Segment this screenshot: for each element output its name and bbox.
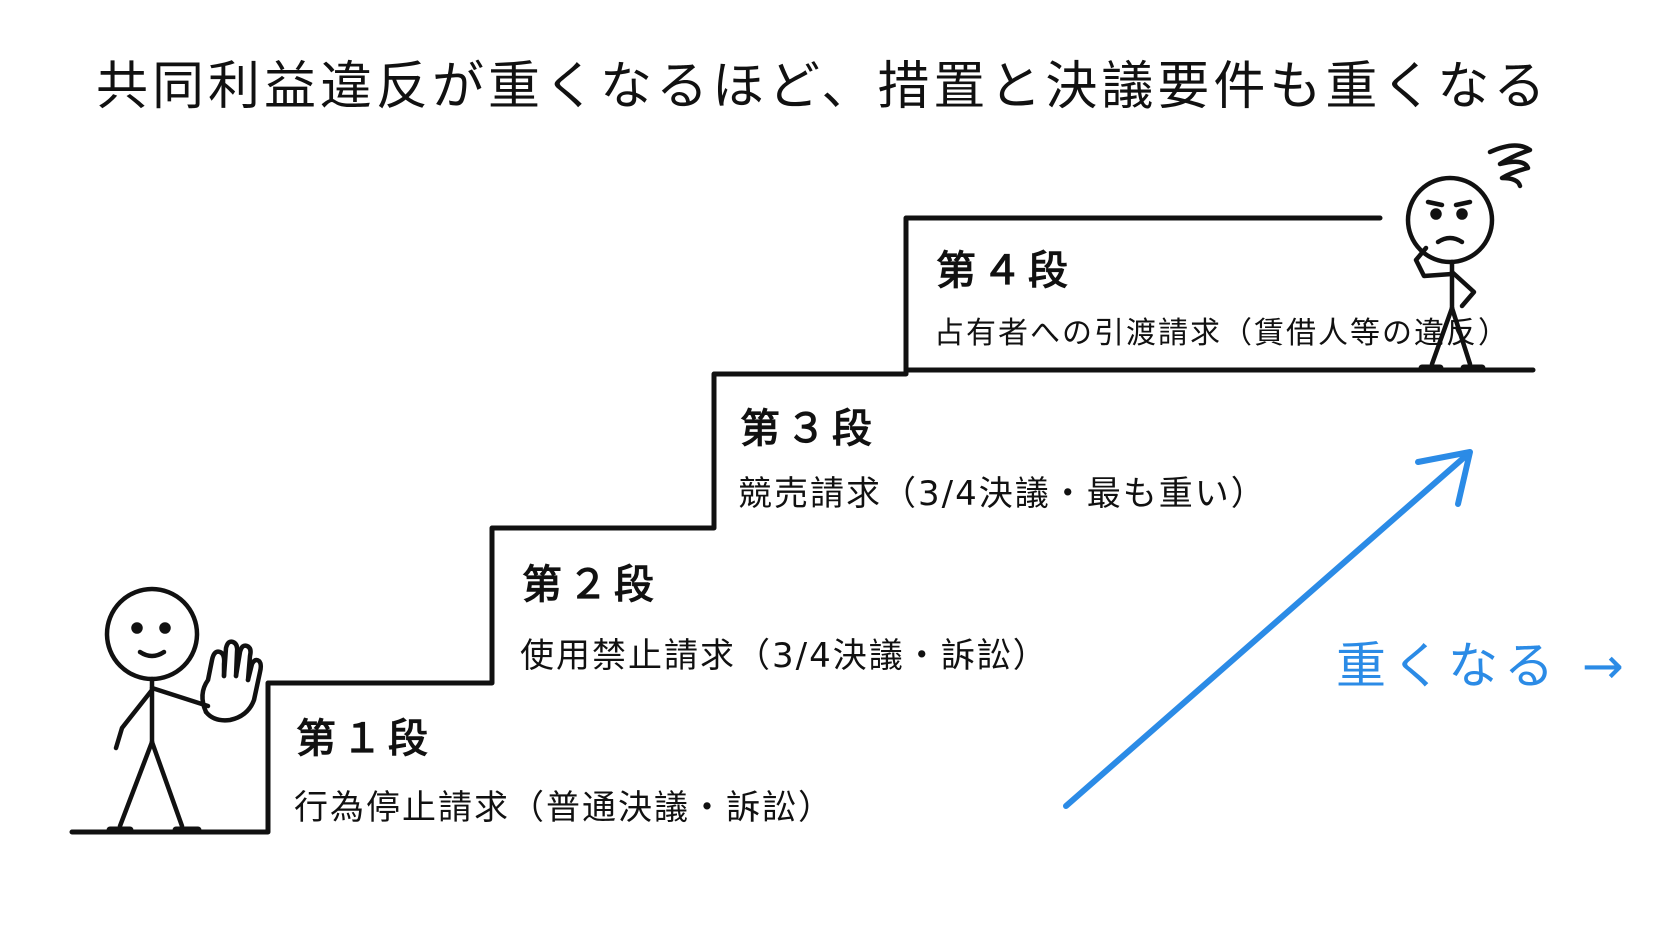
- figure-head: [104, 586, 200, 682]
- stick-figure-waving: [104, 586, 264, 834]
- figure-leg-left: [1429, 305, 1455, 367]
- figure-leg-right: [149, 739, 185, 829]
- figure-eye-left: [1430, 208, 1442, 220]
- confusion-squiggle-icon: [1487, 143, 1533, 189]
- figure-leg-left: [117, 739, 155, 829]
- staircase-outline: [69, 215, 1383, 835]
- hand-icon: [200, 639, 264, 723]
- step-4-label: 第４段: [936, 248, 1074, 294]
- figure-eyebrow-right: [1453, 199, 1473, 208]
- step-4-description: 占有者への引渡請求（賃借人等の違反）: [934, 316, 1510, 351]
- figure-arm-left: [113, 687, 155, 751]
- figure-arm-right: [1449, 269, 1477, 309]
- step-3-description: 競売請求（3/4決議・最も重い）: [738, 474, 1267, 514]
- figure-eye-left: [131, 622, 143, 634]
- step-2-label: 第２段: [522, 562, 660, 608]
- heavier-label: 重くなる →: [1336, 637, 1630, 695]
- figure-eye-right: [1456, 208, 1468, 220]
- step-1-description: 行為停止請求（普通決議・訴訟）: [294, 788, 834, 828]
- figure-arm-left: [1413, 245, 1455, 279]
- stick-figure-thinking: [1405, 143, 1533, 372]
- page-title: 共同利益違反が重くなるほど、措置と決議要件も重くなる: [96, 57, 1550, 117]
- step-1-label: 第１段: [296, 716, 434, 762]
- figure-eyebrow-left: [1425, 199, 1445, 208]
- trend-arrow-icon: [1063, 449, 1473, 809]
- figure-arm-right: [149, 685, 211, 709]
- figure-frown: [1435, 235, 1465, 245]
- figure-smile: [137, 649, 167, 659]
- figure-head: [1405, 175, 1495, 265]
- step-3-label: 第３段: [740, 406, 878, 452]
- figure-eye-right: [159, 622, 171, 634]
- figure-leg-right: [1449, 305, 1473, 367]
- step-2-description: 使用禁止請求（3/4決議・訴訟）: [520, 636, 1049, 676]
